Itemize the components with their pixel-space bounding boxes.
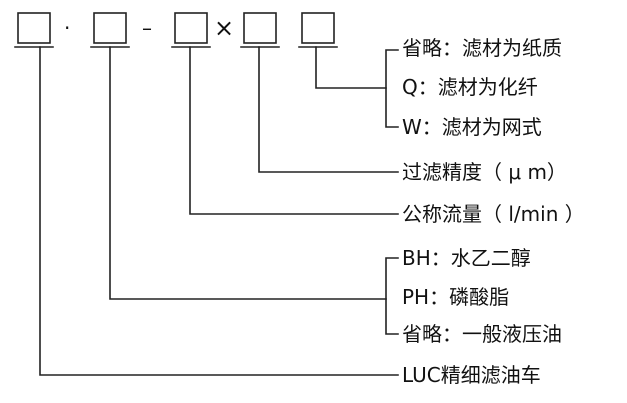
label-media-q: Q：滤材为化纤 [402, 75, 538, 99]
label-oil-bh: BH：水乙二醇 [402, 246, 531, 270]
leader-product [39, 46, 399, 376]
leader-oil [109, 46, 387, 300]
code-box-product [17, 12, 51, 44]
label-oil-ph: PH：磷酸脂 [402, 285, 510, 309]
code-box-precision [243, 12, 277, 44]
label-media-none: 省略：滤材为纸质 [402, 36, 562, 60]
leader-media [315, 46, 387, 89]
code-box-media [301, 12, 335, 44]
leader-flow [189, 46, 399, 215]
label-product: LUC精细滤油车 [402, 363, 541, 387]
label-flow: 公称流量（ l/min ） [402, 202, 585, 226]
separator-times: × [214, 14, 235, 42]
separator-dash: – [142, 16, 152, 40]
leader-precision [258, 46, 399, 173]
code-box-oil [93, 12, 127, 44]
bracket-oil [385, 257, 399, 335]
separator-dot: · [64, 16, 71, 40]
label-oil-none: 省略：一般液压油 [402, 322, 562, 346]
bracket-media [385, 49, 399, 128]
label-precision: 过滤精度（ μ m） [402, 160, 567, 184]
code-box-flow [174, 12, 208, 44]
label-media-w: W：滤材为网式 [402, 115, 542, 139]
